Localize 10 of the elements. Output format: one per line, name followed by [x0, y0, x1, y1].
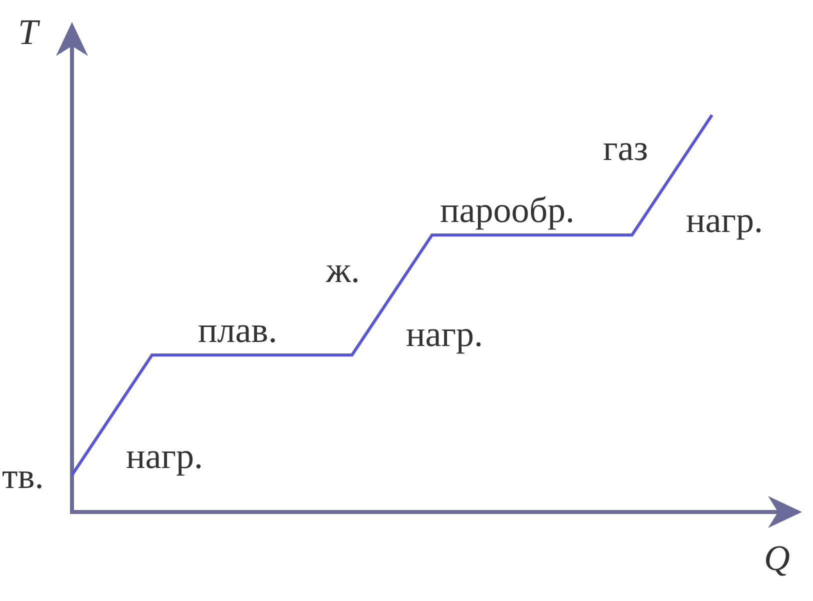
phase-label: тв. [2, 458, 44, 494]
process-label: нагр. [686, 202, 764, 238]
process-label: нагр. [406, 316, 484, 352]
phase-label: газ [603, 130, 648, 166]
axis-label: Q [764, 540, 790, 576]
process-label: парообр. [440, 192, 575, 228]
process-label: плав. [198, 312, 278, 348]
process-label: нагр. [126, 438, 204, 474]
phase-label: ж. [326, 252, 360, 288]
axis-label: T [18, 14, 38, 50]
